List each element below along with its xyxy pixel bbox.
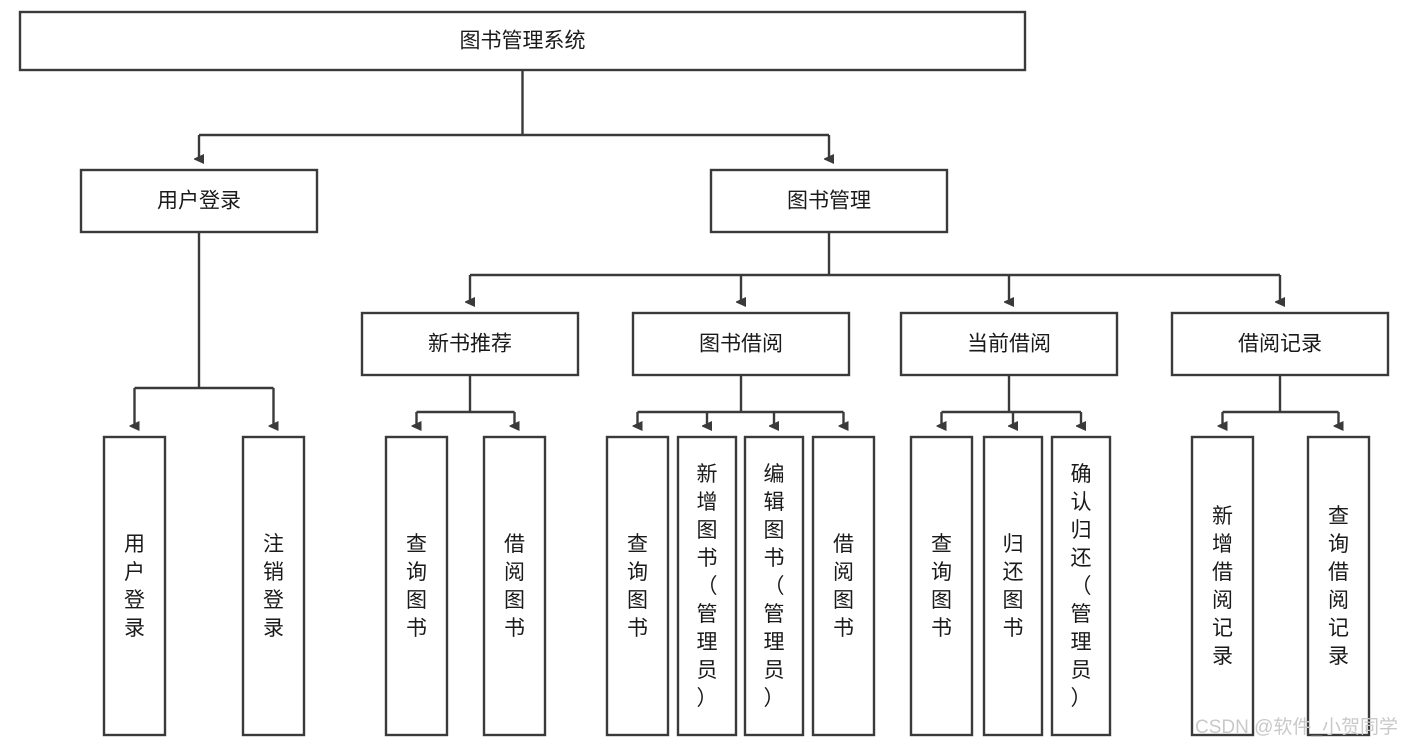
node-label-level3-1: 图书借阅 <box>699 333 783 356</box>
node-box-level3-3[interactable] <box>1170 311 1390 377</box>
node-label-root-0: 图书管理系统 <box>460 30 586 53</box>
leaf-box-4[interactable] <box>605 435 670 737</box>
leaf-label-3: 借阅图书 <box>504 533 525 640</box>
leaf-node-3[interactable]: 借阅图书 <box>482 435 547 737</box>
node-box-level3-1[interactable] <box>631 311 851 377</box>
leaf-node-8[interactable]: 查询图书 <box>909 435 974 737</box>
node-level3-3[interactable]: 借阅记录 <box>1170 311 1390 377</box>
node-level2-1[interactable]: 图书管理 <box>709 168 949 234</box>
leaf-label-6: 编辑图书（管理员） <box>764 463 785 710</box>
leaf-node-1[interactable]: 注销登录 <box>241 435 306 737</box>
leaf-box-12[interactable] <box>1306 435 1371 737</box>
leaf-node-10[interactable]: 确认归还（管理员） <box>1050 435 1112 737</box>
leaf-node-5[interactable]: 新增图书（管理员） <box>676 435 738 737</box>
csdn-watermark: CSDN @软件_小贺同学 <box>1195 716 1398 738</box>
node-level3-0[interactable]: 新书推荐 <box>360 311 580 377</box>
leaf-label-8: 查询图书 <box>931 533 952 640</box>
leaf-label-2: 查询图书 <box>406 533 427 640</box>
leaf-label-9: 归还图书 <box>1003 533 1024 640</box>
node-box-level3-2[interactable] <box>899 311 1119 377</box>
leaf-box-9[interactable] <box>982 435 1044 737</box>
leaf-node-6[interactable]: 编辑图书（管理员） <box>743 435 805 737</box>
leaf-node-2[interactable]: 查询图书 <box>384 435 449 737</box>
leaf-box-11[interactable] <box>1190 435 1255 737</box>
leaf-node-4[interactable]: 查询图书 <box>605 435 670 737</box>
node-root-0[interactable]: 图书管理系统 <box>18 10 1027 72</box>
leaf-label-10: 确认归还（管理员） <box>1071 463 1092 710</box>
node-label-level3-0: 新书推荐 <box>428 333 512 356</box>
leaf-label-11: 新增借阅记录 <box>1212 505 1233 668</box>
leaf-label-5: 新增图书（管理员） <box>697 463 718 710</box>
leaf-box-2[interactable] <box>384 435 449 737</box>
node-label-level2-1: 图书管理 <box>787 190 871 213</box>
leaf-box-5[interactable] <box>676 435 738 737</box>
leaf-box-1[interactable] <box>241 435 306 737</box>
leaf-box-8[interactable] <box>909 435 974 737</box>
leaf-box-3[interactable] <box>482 435 547 737</box>
leaf-label-7: 借阅图书 <box>833 533 854 640</box>
node-box-root-0[interactable] <box>18 10 1027 72</box>
node-level2-0[interactable]: 用户登录 <box>79 168 319 234</box>
node-boxes: 图书管理系统用户登录图书管理新书推荐图书借阅当前借阅借阅记录用户登录注销登录查询… <box>18 10 1390 737</box>
node-level3-1[interactable]: 图书借阅 <box>631 311 851 377</box>
node-box-level3-0[interactable] <box>360 311 580 377</box>
node-box-level2-0[interactable] <box>79 168 319 234</box>
leaf-box-6[interactable] <box>743 435 805 737</box>
node-level3-2[interactable]: 当前借阅 <box>899 311 1119 377</box>
leaf-label-12: 查询借阅记录 <box>1328 505 1349 668</box>
leaf-label-1: 注销登录 <box>263 533 284 640</box>
leaf-label-4: 查询图书 <box>627 533 648 640</box>
connector-lines <box>135 70 1339 426</box>
leaf-box-7[interactable] <box>811 435 876 737</box>
node-box-level2-1[interactable] <box>709 168 949 234</box>
leaf-box-0[interactable] <box>102 435 167 737</box>
leaf-node-9[interactable]: 归还图书 <box>982 435 1044 737</box>
node-label-level2-0: 用户登录 <box>157 190 241 213</box>
node-label-level3-3: 借阅记录 <box>1238 333 1322 356</box>
leaf-node-0[interactable]: 用户登录 <box>102 435 167 737</box>
leaf-node-12[interactable]: 查询借阅记录 <box>1306 435 1371 737</box>
leaf-label-0: 用户登录 <box>124 533 145 640</box>
node-label-level3-2: 当前借阅 <box>967 333 1051 356</box>
leaf-node-7[interactable]: 借阅图书 <box>811 435 876 737</box>
leaf-node-11[interactable]: 新增借阅记录 <box>1190 435 1255 737</box>
leaf-box-10[interactable] <box>1050 435 1112 737</box>
